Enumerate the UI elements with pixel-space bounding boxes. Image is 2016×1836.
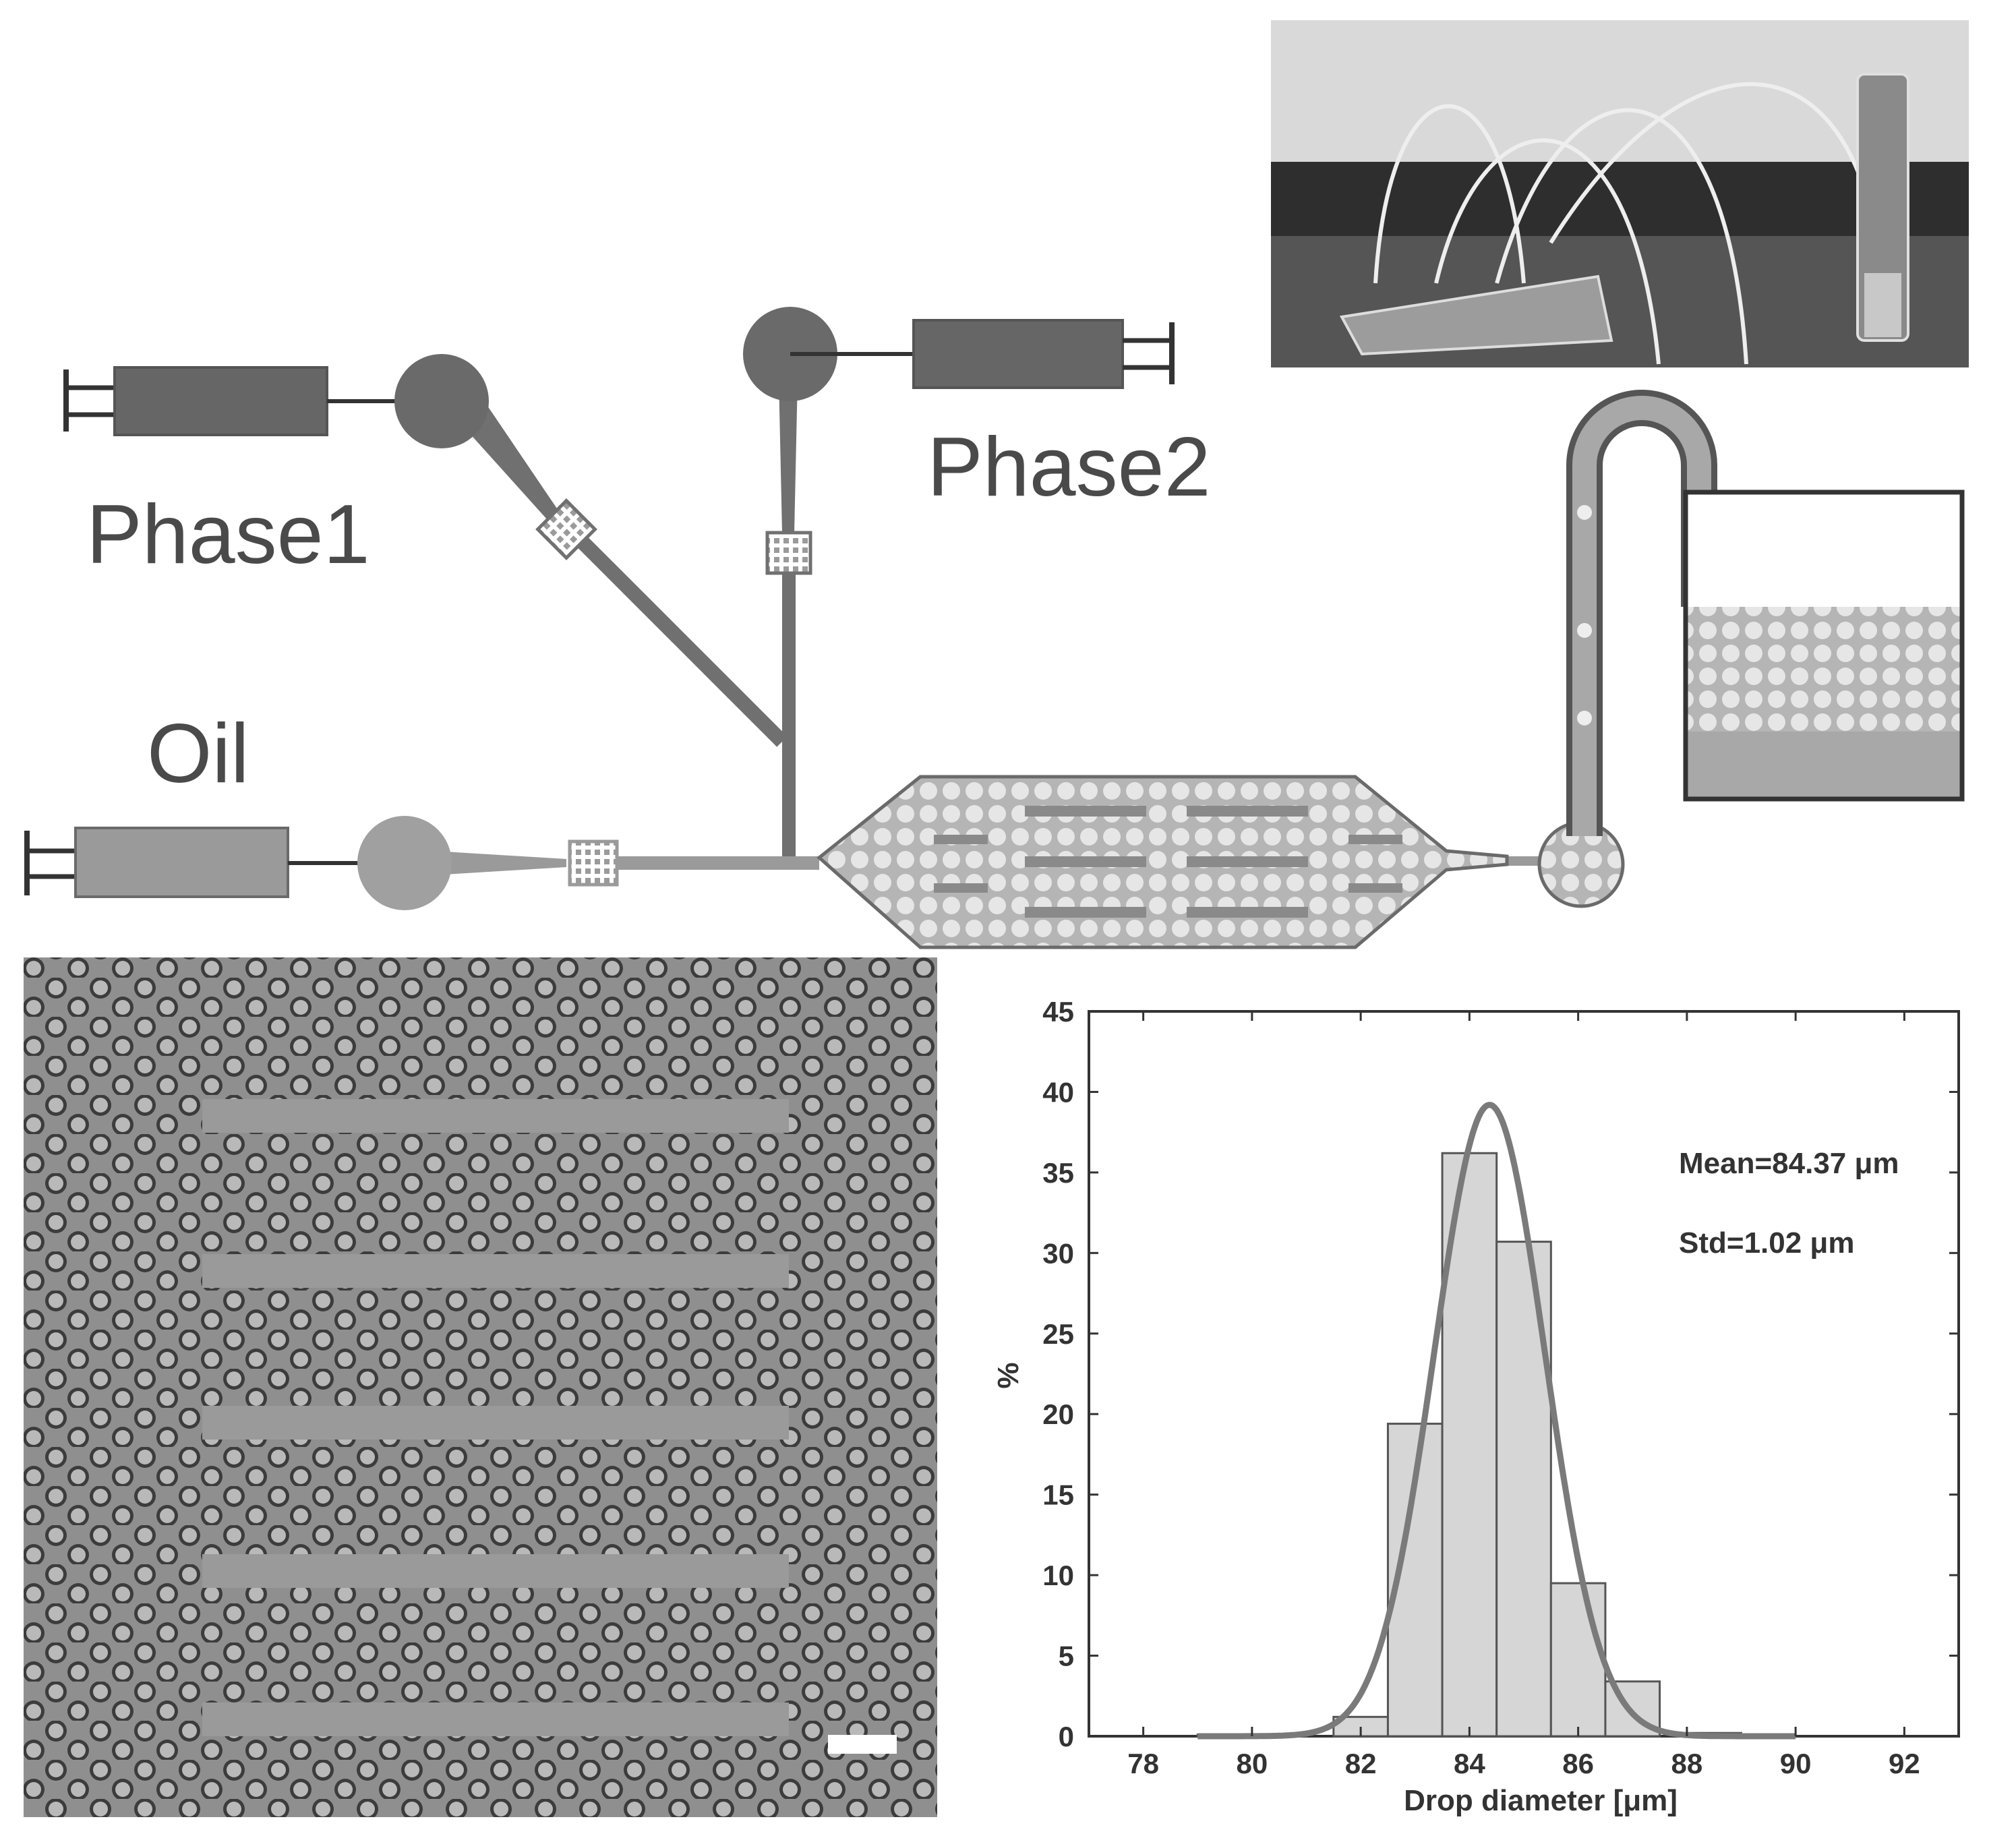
x-tick-label: 88 bbox=[1671, 1748, 1703, 1779]
y-tick-label: 10 bbox=[1042, 1560, 1074, 1591]
y-tick-label: 0 bbox=[1059, 1721, 1074, 1752]
scale-bar bbox=[828, 1735, 897, 1754]
y-tick-label: 45 bbox=[1042, 996, 1074, 1028]
x-tick-label: 82 bbox=[1345, 1748, 1377, 1779]
syringe-phase1 bbox=[63, 354, 489, 448]
y-tick-label: 30 bbox=[1042, 1237, 1074, 1269]
y-tick-label: 15 bbox=[1042, 1479, 1074, 1511]
collection-vial bbox=[1683, 490, 1965, 802]
histogram-bar bbox=[1495, 1241, 1552, 1738]
x-tick-label: 86 bbox=[1562, 1748, 1594, 1779]
x-tick-label: 90 bbox=[1780, 1748, 1812, 1779]
histogram-chart: 78 80 82 84 86 88 90 92 0 5 10 15 20 25 30 35 40 45 bbox=[1042, 996, 1960, 1779]
annotation-std: Std=1.02 μm bbox=[1679, 1226, 1854, 1260]
label-oil: Oil bbox=[147, 707, 249, 800]
y-tick-label: 35 bbox=[1042, 1157, 1074, 1189]
syringe-oil bbox=[24, 816, 452, 910]
label-phase2: Phase2 bbox=[927, 421, 1211, 514]
x-axis-title: Drop diameter [μm] bbox=[1404, 1784, 1678, 1817]
filter-oil bbox=[568, 839, 619, 887]
filter-phase2 bbox=[765, 531, 812, 575]
y-tick-label: 20 bbox=[1042, 1398, 1074, 1430]
y-tick-label: 40 bbox=[1042, 1076, 1074, 1108]
x-tick-label: 80 bbox=[1237, 1748, 1268, 1779]
filter-phase1 bbox=[535, 498, 597, 560]
x-tick-label: 92 bbox=[1889, 1748, 1920, 1779]
x-tick-label: 84 bbox=[1454, 1748, 1485, 1779]
syringe-phase2 bbox=[743, 307, 1175, 401]
label-phase1: Phase1 bbox=[86, 488, 370, 581]
setup-photo bbox=[1271, 20, 1969, 367]
annotation-mean: Mean=84.37 μm bbox=[1679, 1147, 1899, 1180]
gaussian-fit-curve bbox=[1197, 1102, 1796, 1740]
y-tick-label: 5 bbox=[1059, 1640, 1074, 1672]
histogram-bar bbox=[1549, 1582, 1607, 1738]
x-tick-label: 78 bbox=[1127, 1748, 1159, 1779]
y-tick-label: 25 bbox=[1042, 1318, 1074, 1350]
droplet-chamber bbox=[817, 775, 1509, 949]
y-axis-title: % bbox=[992, 1362, 1025, 1388]
droplet-micrograph bbox=[24, 957, 937, 1817]
